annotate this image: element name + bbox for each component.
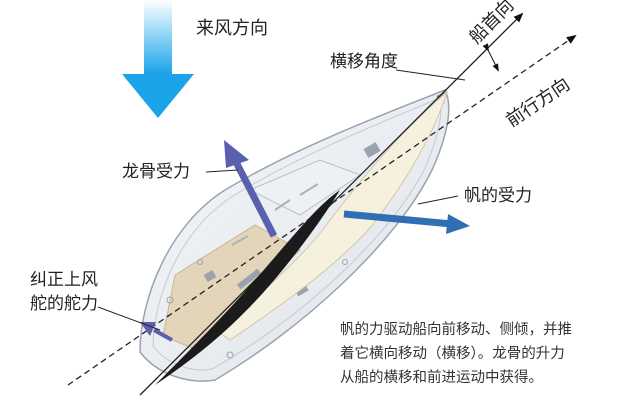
explanation-note: 帆的力驱动船向前移动、侧倾，并推 着它横向移动（横移）。龙骨的升力 从船的横移和… xyxy=(340,318,625,390)
keel-force-arrow-icon xyxy=(224,140,278,238)
wind-arrow-icon xyxy=(122,0,194,118)
wind-direction-label: 来风方向 xyxy=(196,18,268,39)
sail-force-label: 帆的受力 xyxy=(464,186,532,206)
leeway-angle-label: 横移角度 xyxy=(330,52,398,72)
sail-force-arrow-icon xyxy=(343,210,470,234)
leeway-leader xyxy=(395,69,466,81)
sail-leader xyxy=(417,195,459,205)
leeway-angle-arrow xyxy=(482,43,499,72)
rudder-force-arrow-icon xyxy=(140,322,173,342)
note-line-3: 从船的横移和前进运动中获得。 xyxy=(340,370,543,386)
note-line-2: 着它横向移动（横移）。龙骨的升力 xyxy=(340,346,565,362)
rudder-force-label-line2: 舵的舵力 xyxy=(30,294,98,314)
note-line-1: 帆的力驱动船向前移动、侧倾，并推 xyxy=(340,322,572,338)
sail xyxy=(215,90,448,341)
heading-arrow-icon xyxy=(139,12,524,396)
keel-force-label: 龙骨受力 xyxy=(122,162,190,182)
rudder-force-label-line1: 纠正上风 xyxy=(30,270,98,290)
keel-leader xyxy=(205,169,239,173)
keel xyxy=(155,190,340,385)
rudder-leader xyxy=(97,306,161,331)
